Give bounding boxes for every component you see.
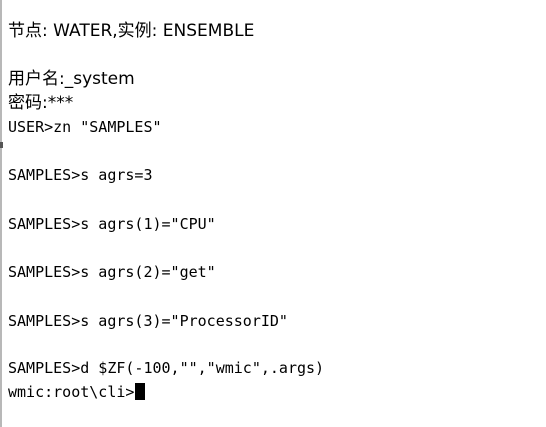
terminal-line-set-agrs: SAMPLES>s agrs=3	[8, 166, 153, 184]
wmic-prompt: wmic:root\cli>	[8, 383, 135, 401]
window-left-border	[0, 0, 2, 427]
username-prompt: 用户名:_system	[8, 69, 135, 89]
terminal-line-zf-call: SAMPLES>d $ZF(-100,"","wmic",.args)	[8, 359, 325, 377]
connection-header: 节点: WATER,实例: ENSEMBLE	[8, 21, 255, 41]
terminal-line-set-agrs-1: SAMPLES>s agrs(1)="CPU"	[8, 215, 216, 233]
active-prompt-line[interactable]: wmic:root\cli>	[8, 382, 146, 402]
terminal-line-zn: USER>zn "SAMPLES"	[8, 118, 162, 136]
terminal-line-set-agrs-3: SAMPLES>s agrs(3)="ProcessorID"	[8, 312, 288, 330]
password-prompt: 密码:***	[8, 93, 74, 113]
text-cursor	[135, 383, 146, 400]
window-edge-marker	[0, 142, 3, 148]
terminal-line-set-agrs-2: SAMPLES>s agrs(2)="get"	[8, 263, 216, 281]
